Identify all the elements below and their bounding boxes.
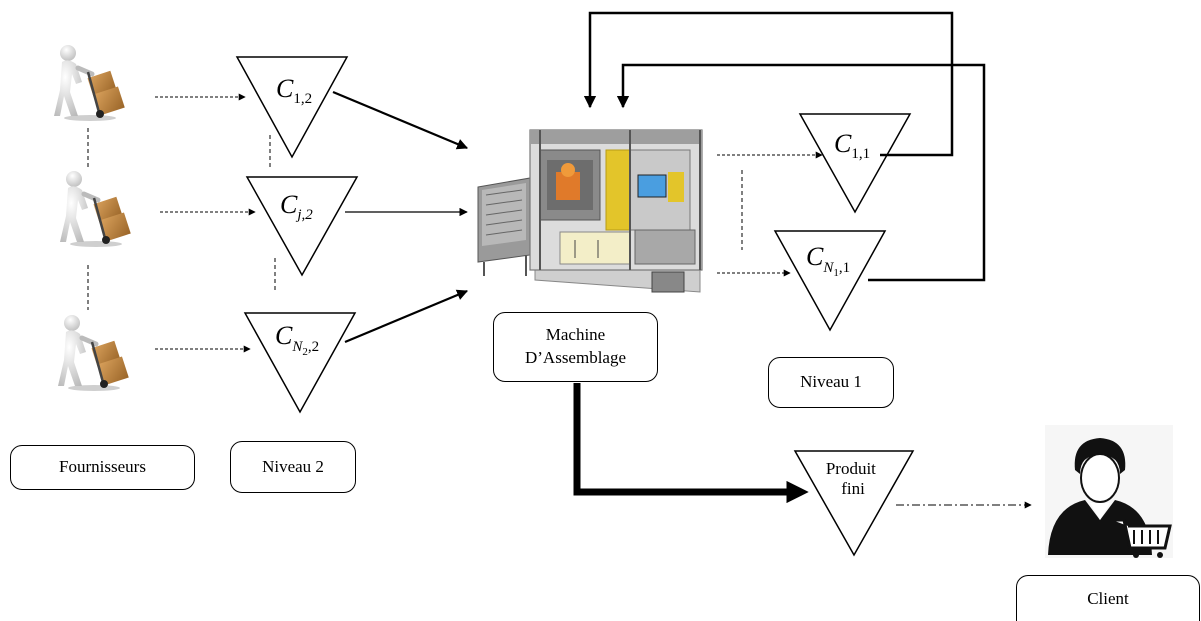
buffer-triangle-cn22 xyxy=(243,312,357,414)
product-triangle xyxy=(793,450,915,557)
arrow-c12-to-machine xyxy=(332,90,469,150)
buffer-label-c12: C1,2 xyxy=(276,74,312,107)
level1-label: Niveau 1 xyxy=(768,357,894,408)
feedback-arrow-c11-to-machine xyxy=(583,11,954,157)
product-label: Produit fini xyxy=(826,459,880,498)
buffer-triangle-cn11 xyxy=(773,230,887,332)
supplier-icon-middle xyxy=(60,171,131,247)
arrow-machine-to-product xyxy=(573,383,809,504)
buffer-triangle-c11 xyxy=(798,113,912,214)
feedback-arrow-cn11-to-machine xyxy=(616,63,986,282)
buffer-triangle-cj2 xyxy=(245,176,359,277)
buffer-label-cn11: CN1,1 xyxy=(806,242,850,279)
client-label: Client xyxy=(1016,575,1200,621)
supplier-icon-top xyxy=(54,45,125,121)
arrow-cn22-to-machine xyxy=(344,289,469,344)
assembly-machine-image xyxy=(477,129,703,293)
suppliers-label: Fournisseurs xyxy=(10,445,195,490)
machine-label: Machine D’Assemblage xyxy=(493,312,658,382)
buffer-label-c11: C1,1 xyxy=(834,129,870,162)
supplier-icon-bottom xyxy=(58,315,129,391)
level2-label: Niveau 2 xyxy=(230,441,356,493)
buffer-label-cn22: CN2,2 xyxy=(275,321,319,358)
client-icon xyxy=(1045,425,1173,558)
buffer-triangle-c12 xyxy=(235,56,349,159)
buffer-label-cj2: Cj,2 xyxy=(280,190,313,223)
